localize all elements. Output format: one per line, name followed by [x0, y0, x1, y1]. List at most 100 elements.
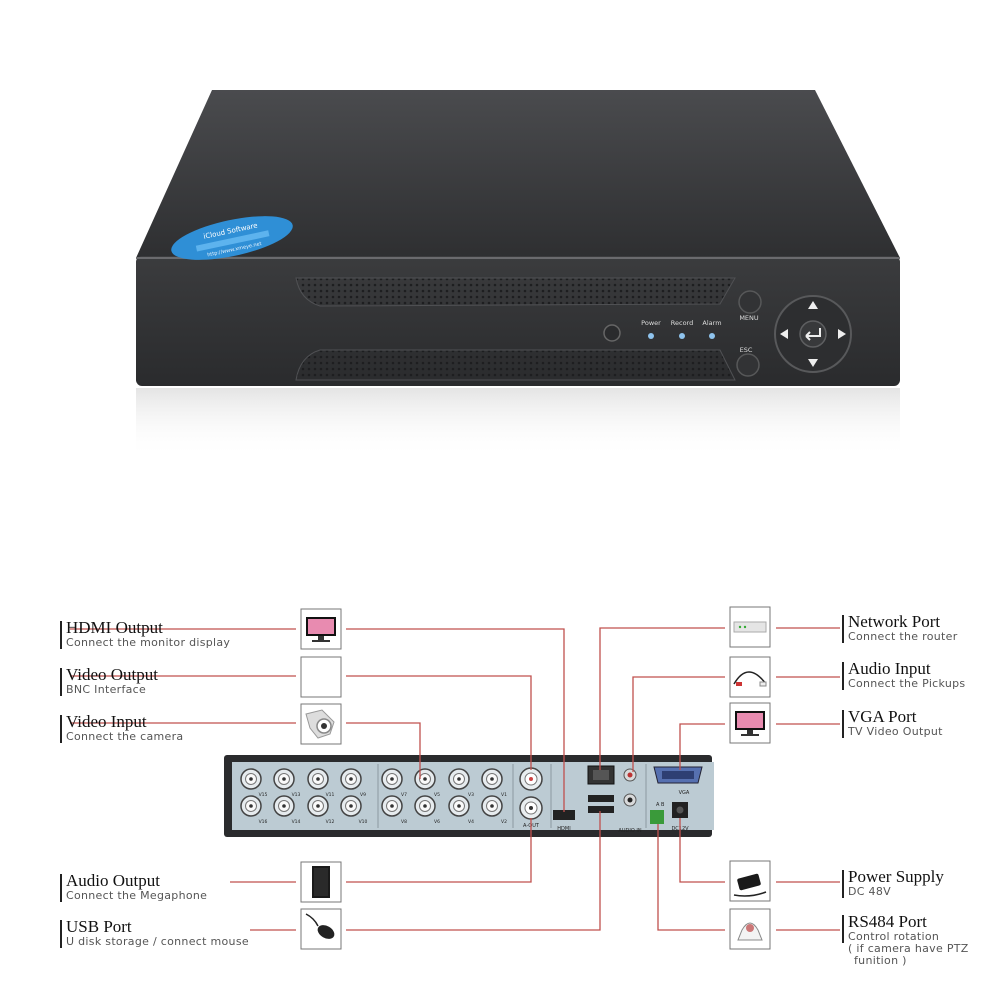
label-subtitle: BNC Interface	[66, 683, 147, 696]
power-adapter-icon	[729, 860, 771, 902]
label-video-input: Video Input Connect the camera	[60, 712, 184, 743]
bnc-connector: V10	[340, 795, 368, 825]
record-led	[679, 333, 685, 339]
bnc-label: V2	[501, 819, 507, 825]
bnc-label: V1	[501, 792, 507, 798]
arrow-right-icon	[838, 329, 846, 339]
power-led	[648, 333, 654, 339]
monitor-icon	[300, 608, 342, 650]
dvr-top-surface	[136, 90, 900, 258]
leader-power	[679, 818, 840, 883]
bnc-connector: V9	[340, 768, 366, 798]
label-bar	[842, 710, 844, 738]
leader-audio-input	[632, 676, 840, 772]
label-bar	[60, 621, 62, 649]
leader-usb	[250, 811, 601, 931]
ptz-camera-icon	[729, 908, 771, 950]
label-title: Video Input	[66, 712, 147, 731]
led-label-alarm: Alarm	[702, 319, 721, 327]
label-subtitle-2: ( if camera have PTZ	[848, 942, 969, 955]
bnc-connector: V2	[481, 795, 507, 825]
hdmi-label: HDMI	[557, 826, 570, 832]
label-subtitle: DC 48V	[848, 885, 891, 898]
label-bar	[60, 668, 62, 696]
usb-ports	[588, 795, 614, 813]
label-bar	[60, 874, 62, 902]
vga-port: VGA	[653, 766, 703, 796]
label-bar	[842, 870, 844, 898]
bnc-connector: V6	[414, 795, 440, 825]
label-title: Audio Output	[66, 871, 160, 890]
leader-audio-output	[230, 818, 532, 883]
label-audio-output: Audio Output Connect the Megaphone	[60, 871, 208, 902]
label-subtitle: Connect the camera	[66, 730, 184, 743]
bnc-label: V15	[259, 792, 268, 798]
label-title: USB Port	[66, 917, 132, 936]
label-vga-port: VGA Port TV Video Output	[842, 708, 943, 738]
label-audio-input: Audio Input Connect the Pickups	[842, 660, 965, 690]
alarm-led	[709, 333, 715, 339]
vga-label: VGA	[679, 790, 690, 796]
bnc-label: V4	[468, 819, 474, 825]
bnc-label: V10	[359, 819, 368, 825]
icon-boxes	[300, 606, 771, 950]
menu-label: MENU	[739, 314, 759, 322]
bnc-label: V3	[468, 792, 474, 798]
router-icon	[729, 606, 771, 648]
label-network-port: Network Port Connect the router	[842, 613, 958, 643]
bnc-connector: V3	[448, 768, 474, 798]
direction-pad[interactable]	[774, 295, 852, 373]
leader-video-input	[70, 722, 421, 779]
led-label-record: Record	[671, 319, 693, 327]
bnc-connector: V1	[481, 768, 507, 798]
label-bar	[842, 915, 844, 943]
bnc-label: V16	[259, 819, 268, 825]
label-title: HDMI Output	[66, 618, 163, 637]
leader-network	[599, 627, 840, 770]
label-bar	[60, 715, 62, 743]
label-power-supply: Power Supply DC 48V	[842, 868, 944, 898]
led-label-power: Power	[641, 319, 661, 327]
bnc-connector: V7	[381, 768, 407, 798]
upper-grille	[295, 277, 736, 307]
bnc-label: V7	[401, 792, 407, 798]
leader-video-output	[70, 675, 532, 770]
rs485-terminal: A B	[650, 802, 665, 824]
bnc-label: V6	[434, 819, 440, 825]
audio-in-label: AUDIO IN	[618, 828, 641, 834]
hdmi-port: HDMI	[553, 810, 575, 832]
bnc-connector: V15	[240, 768, 268, 798]
leader-rs484	[657, 824, 840, 931]
label-subtitle: Connect the monitor display	[66, 636, 231, 649]
ab-label: A B	[656, 802, 665, 808]
camera-icon	[300, 703, 342, 745]
software-sticker: iCloud Software http://www.xmeye.net	[171, 216, 293, 260]
label-subtitle-3: funition )	[854, 954, 907, 967]
label-subtitle: Connect the Megaphone	[66, 889, 208, 902]
bnc-label: V14	[292, 819, 301, 825]
esc-label: ESC	[740, 346, 753, 354]
label-subtitle: U disk storage / connect mouse	[66, 935, 249, 948]
menu-button[interactable]	[738, 290, 762, 314]
arrow-up-icon	[808, 301, 818, 309]
bnc-connector: V16	[240, 795, 268, 825]
bnc-label: V8	[401, 819, 407, 825]
bnc-label: V13	[292, 792, 301, 798]
dvr-front-unit: iCloud Software http://www.xmeye.net Pow…	[136, 90, 900, 458]
blank-box	[300, 656, 342, 698]
leader-lines	[70, 627, 840, 931]
bnc-connector: V14	[273, 795, 301, 825]
lower-grille	[295, 349, 736, 381]
label-usb-port: USB Port U disk storage / connect mouse	[60, 917, 249, 948]
esc-button[interactable]	[736, 353, 760, 377]
bnc-connector: V12	[307, 795, 335, 825]
label-rs484-port: RS484 Port Control rotation ( if camera …	[842, 913, 969, 967]
leader-hdmi	[70, 628, 565, 812]
lan-port	[587, 765, 615, 785]
arrow-down-icon	[808, 359, 818, 367]
label-bar	[842, 662, 844, 690]
aout-connectors: A-OUT	[519, 767, 543, 829]
bnc-connector: V4	[448, 795, 474, 825]
audio-cable-icon	[729, 656, 771, 698]
bnc-label: V12	[326, 819, 335, 825]
